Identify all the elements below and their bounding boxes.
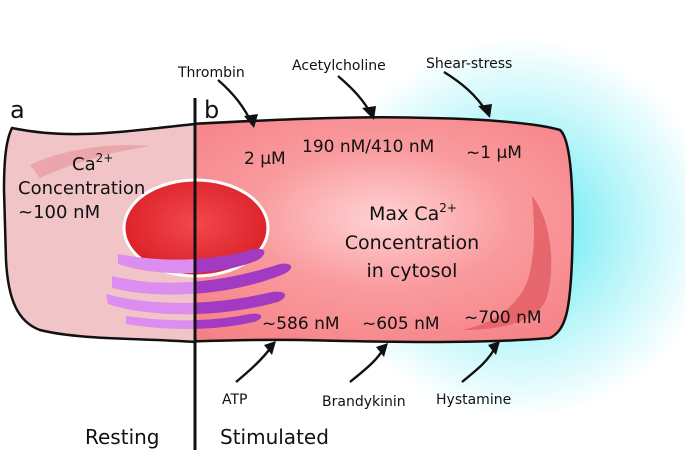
resting-caption: Resting (85, 425, 160, 449)
panel-b-letter: b (204, 96, 219, 124)
stimulated-cell-body (195, 115, 574, 344)
value-thrombin: 2 μM (244, 149, 286, 169)
atp-arrowhead (264, 341, 276, 355)
agonist-brandykinin: Brandykinin (322, 394, 406, 410)
agonist-thrombin: Thrombin (177, 65, 245, 81)
stimulated-cytosol-label: in cytosol (367, 260, 458, 282)
thrombin-arrowhead (244, 114, 258, 128)
stimulated-cell-shadow (462, 196, 552, 330)
stimulated-max-label: Max Ca2+ (369, 201, 457, 225)
agonist-atp: ATP (222, 392, 247, 408)
value-atp: ~586 nM (262, 314, 340, 334)
nucleus-resting (122, 178, 195, 278)
value-acetylcholine: 190 nM/410 nM (302, 137, 434, 157)
resting-ion-base: Ca (72, 154, 96, 175)
resting-concentration-value: ~100 nM (18, 202, 100, 223)
resting-concentration-label: Concentration (18, 178, 145, 199)
organelle-stimulated (195, 248, 292, 329)
agonist-shear-stress: Shear-stress (426, 56, 512, 72)
hystamine-arrowhead (488, 341, 500, 355)
value-shear-stress: ~1 μM (466, 143, 522, 163)
shear-stress-arrowhead (478, 104, 492, 118)
agonist-hystamine: Hystamine (436, 392, 511, 408)
stimulated-ion-charge: 2+ (439, 201, 457, 215)
stimulated-max-prefix: Max Ca (369, 203, 439, 225)
agonist-acetylcholine: Acetylcholine (292, 58, 386, 74)
value-hystamine: ~700 nM (464, 308, 542, 328)
value-brandykinin: ~605 nM (362, 314, 440, 334)
organelle-resting (106, 254, 195, 329)
panel-a-letter: a (10, 96, 25, 124)
resting-ion-label: Ca2+ (72, 151, 113, 175)
resting-ion-charge: 2+ (96, 151, 114, 165)
acetylcholine-arrowhead (362, 106, 376, 120)
stimulated-concentration-label: Concentration (345, 232, 479, 254)
stimulated-caption: Stimulated (220, 425, 329, 449)
atp-arrow (235, 345, 273, 383)
resting-cell-highlight (30, 144, 150, 178)
brandykinin-arrowhead (376, 343, 388, 357)
